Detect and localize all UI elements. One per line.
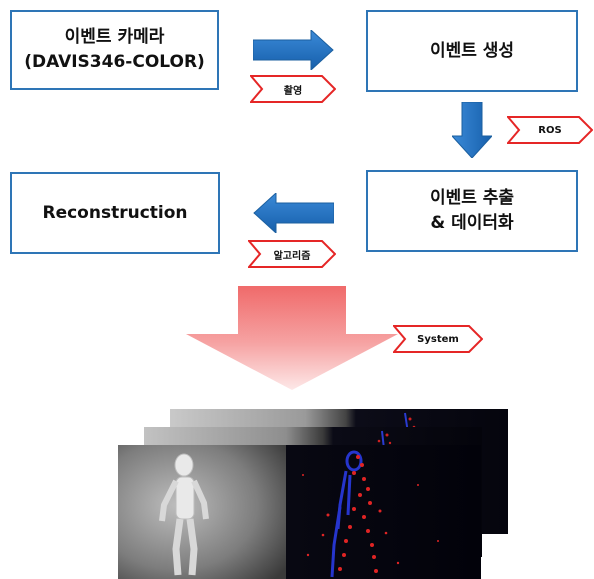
big-down-arrow-icon xyxy=(186,286,398,390)
tag-system-shape-icon xyxy=(393,325,483,353)
arrow-right-icon xyxy=(253,30,334,70)
extraction-label-line2: & 데이터화 xyxy=(430,213,514,233)
tag-ros-shape-icon xyxy=(507,116,593,144)
camera-label-line2: (DAVIS346-COLOR) xyxy=(24,52,205,72)
generation-label: 이벤트 생성 xyxy=(429,40,515,61)
tag-algorithm-shape-icon xyxy=(248,240,336,268)
arrow-left-icon xyxy=(253,193,334,233)
tag-ros-label: ROS xyxy=(538,124,562,136)
tag-algorithm: 알고리즘 xyxy=(248,240,336,268)
tag-algorithm-label: 알고리즘 xyxy=(273,250,311,262)
tag-ros: ROS xyxy=(507,116,593,144)
result-frame-front xyxy=(118,445,481,579)
tag-capture-label: 촬영 xyxy=(283,85,303,97)
tag-capture-shape-icon xyxy=(250,75,336,103)
camera-label-line1: 이벤트 카메라 xyxy=(64,27,165,47)
tag-system: System xyxy=(393,325,483,353)
tag-capture: 촬영 xyxy=(250,75,336,103)
box-event-camera: 이벤트 카메라 (DAVIS346-COLOR) xyxy=(10,10,219,90)
box-reconstruction: Reconstruction xyxy=(10,172,220,254)
tag-system-label: System xyxy=(417,333,459,345)
box-event-extraction: 이벤트 추출 & 데이터화 xyxy=(366,170,578,252)
reconstruction-label: Reconstruction xyxy=(42,202,188,223)
extraction-label-line1: 이벤트 추출 xyxy=(429,188,515,208)
frame-front-image-icon xyxy=(118,445,481,579)
box-event-generation: 이벤트 생성 xyxy=(366,10,578,92)
arrow-down-icon xyxy=(452,102,492,158)
